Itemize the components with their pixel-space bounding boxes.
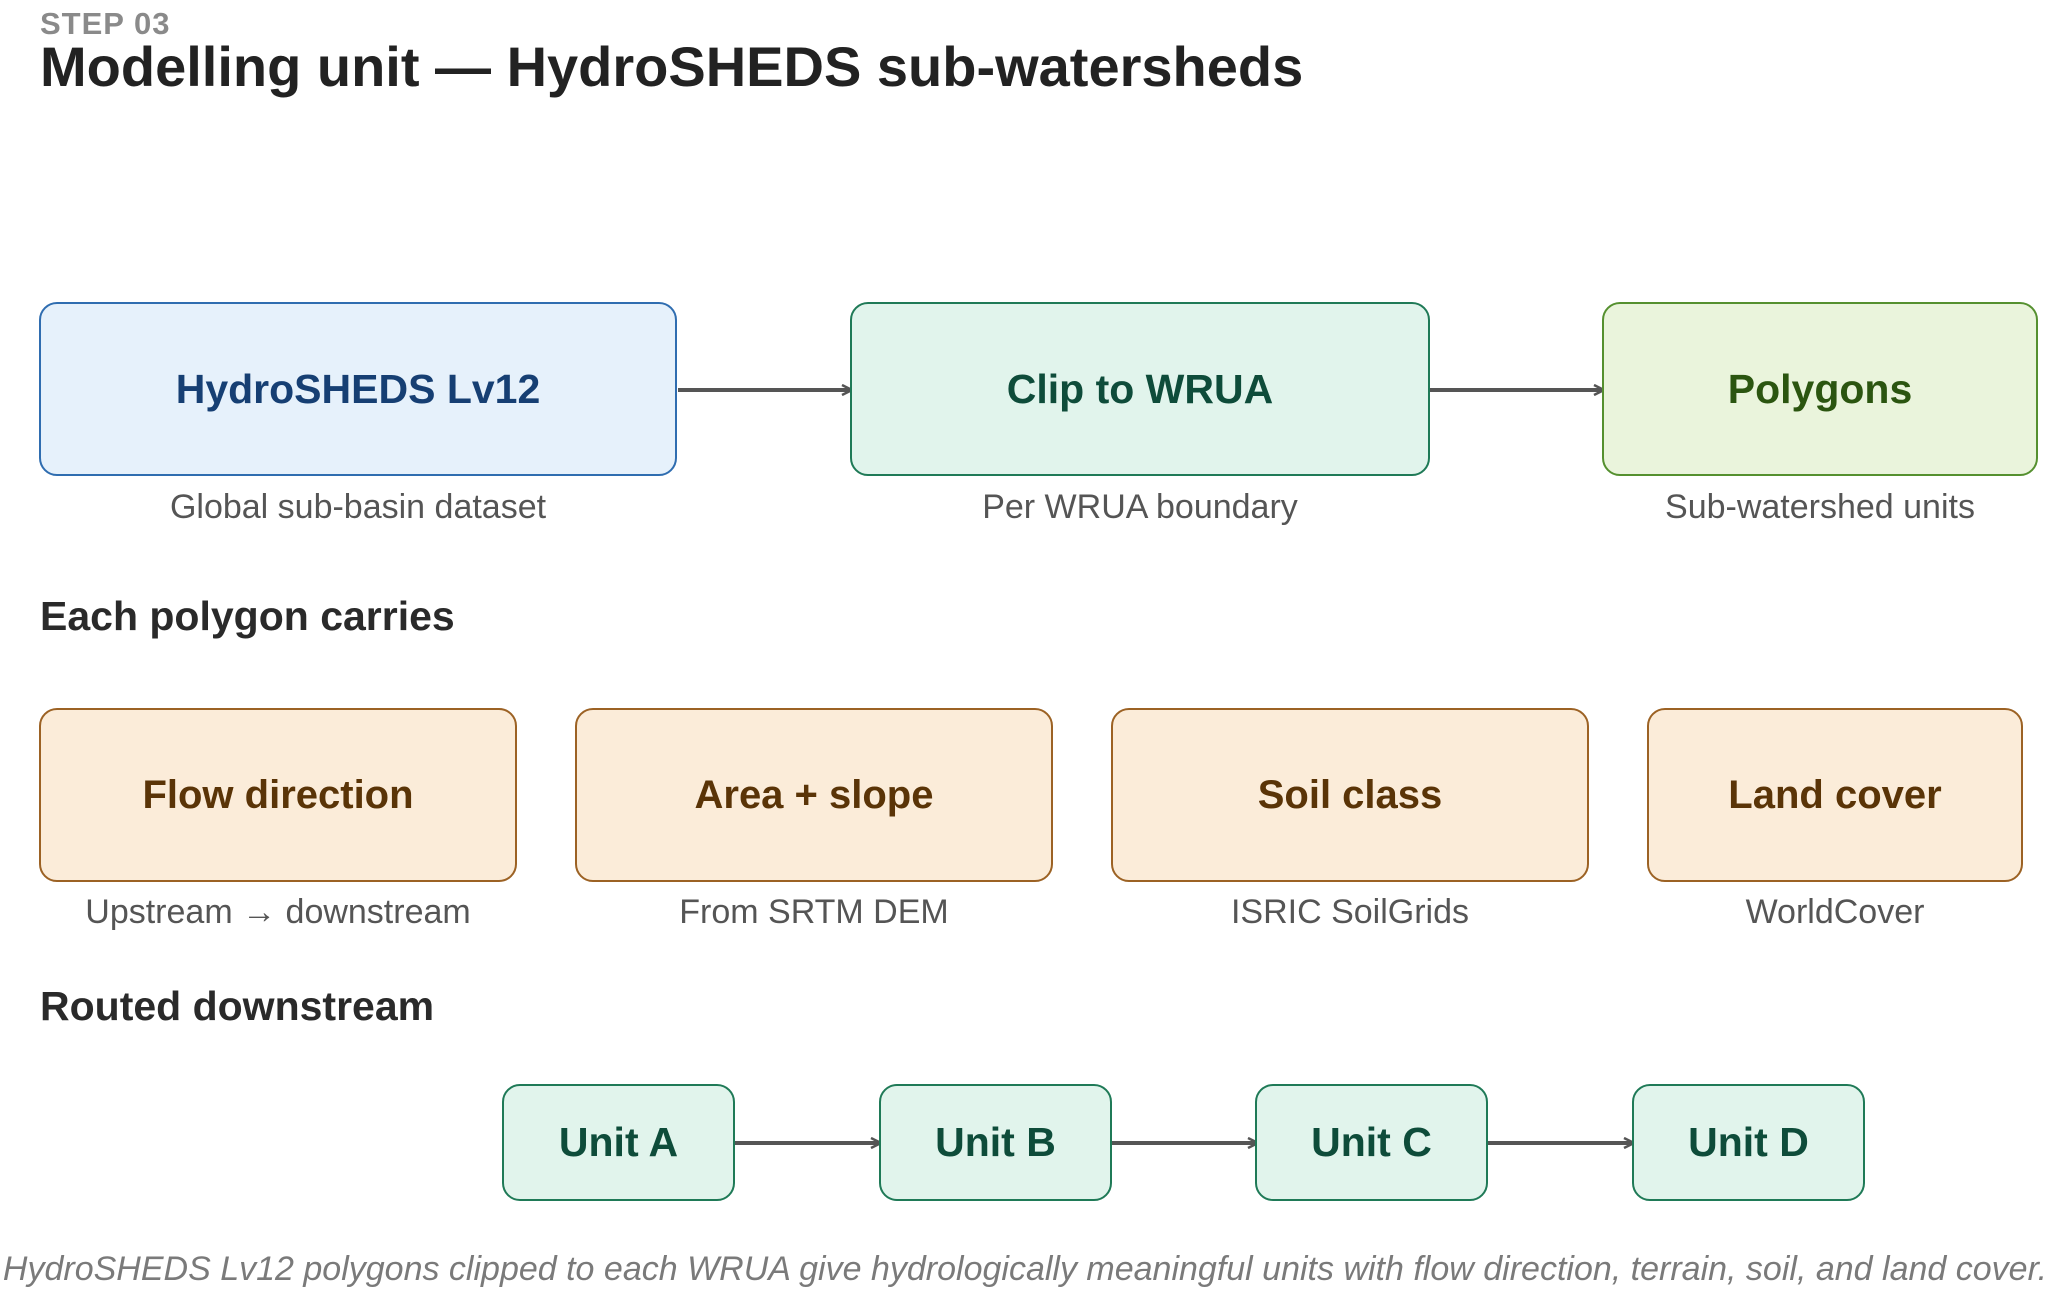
attribute-label: Land cover <box>1728 772 1942 817</box>
unit-label: Unit C <box>1311 1119 1432 1165</box>
pipeline-subtitle: Per WRUA boundary <box>982 488 1298 526</box>
attribute-box-land-cover: Land cover <box>1647 708 2023 882</box>
step-label: STEP 03 <box>40 6 171 41</box>
attribute-box-area-slope: Area + slope <box>575 708 1053 882</box>
attribute-subtitle: Upstream → downstream <box>85 893 471 931</box>
unit-label: Unit A <box>558 1119 679 1165</box>
unit-label: Unit B <box>935 1119 1056 1165</box>
page-title: Modelling unit — HydroSHEDS sub-watershe… <box>40 35 1304 98</box>
pipeline-label: Polygons <box>1727 365 1913 412</box>
pipeline-subtitle: Global sub-basin dataset <box>169 488 547 526</box>
pipeline-label: HydroSHEDS Lv12 <box>175 365 541 412</box>
pipeline-box-clip: Clip to WRUA <box>850 302 1430 476</box>
attribute-subtitle: ISRIC SoilGrids <box>1230 893 1470 931</box>
attribute-subtitle: From SRTM DEM <box>679 893 949 931</box>
attribute-subtitle: WorldCover <box>1745 893 1925 931</box>
pipeline-label: Clip to WRUA <box>1006 365 1274 412</box>
pipeline-subtitle: Sub-watershed units <box>1665 488 1975 526</box>
attribute-label: Flow direction <box>142 772 414 817</box>
pipeline-box-hydrosheds: HydroSHEDS Lv12 <box>39 302 677 476</box>
unit-box-c: Unit C <box>1255 1084 1488 1201</box>
unit-box-a: Unit A <box>502 1084 735 1201</box>
section-heading-routing: Routed downstream <box>40 983 435 1029</box>
attribute-label: Soil class <box>1257 772 1443 817</box>
section-heading-attributes: Each polygon carries <box>40 593 455 639</box>
figure-caption: HydroSHEDS Lv12 polygons clipped to each… <box>2 1250 2048 1288</box>
attribute-box-flow-direction: Flow direction <box>39 708 517 882</box>
pipeline-box-polygons: Polygons <box>1602 302 2038 476</box>
attribute-label: Area + slope <box>694 772 934 817</box>
unit-box-d: Unit D <box>1632 1084 1865 1201</box>
unit-box-b: Unit B <box>879 1084 1112 1201</box>
unit-label: Unit D <box>1688 1119 1809 1165</box>
attribute-box-soil-class: Soil class <box>1111 708 1589 882</box>
